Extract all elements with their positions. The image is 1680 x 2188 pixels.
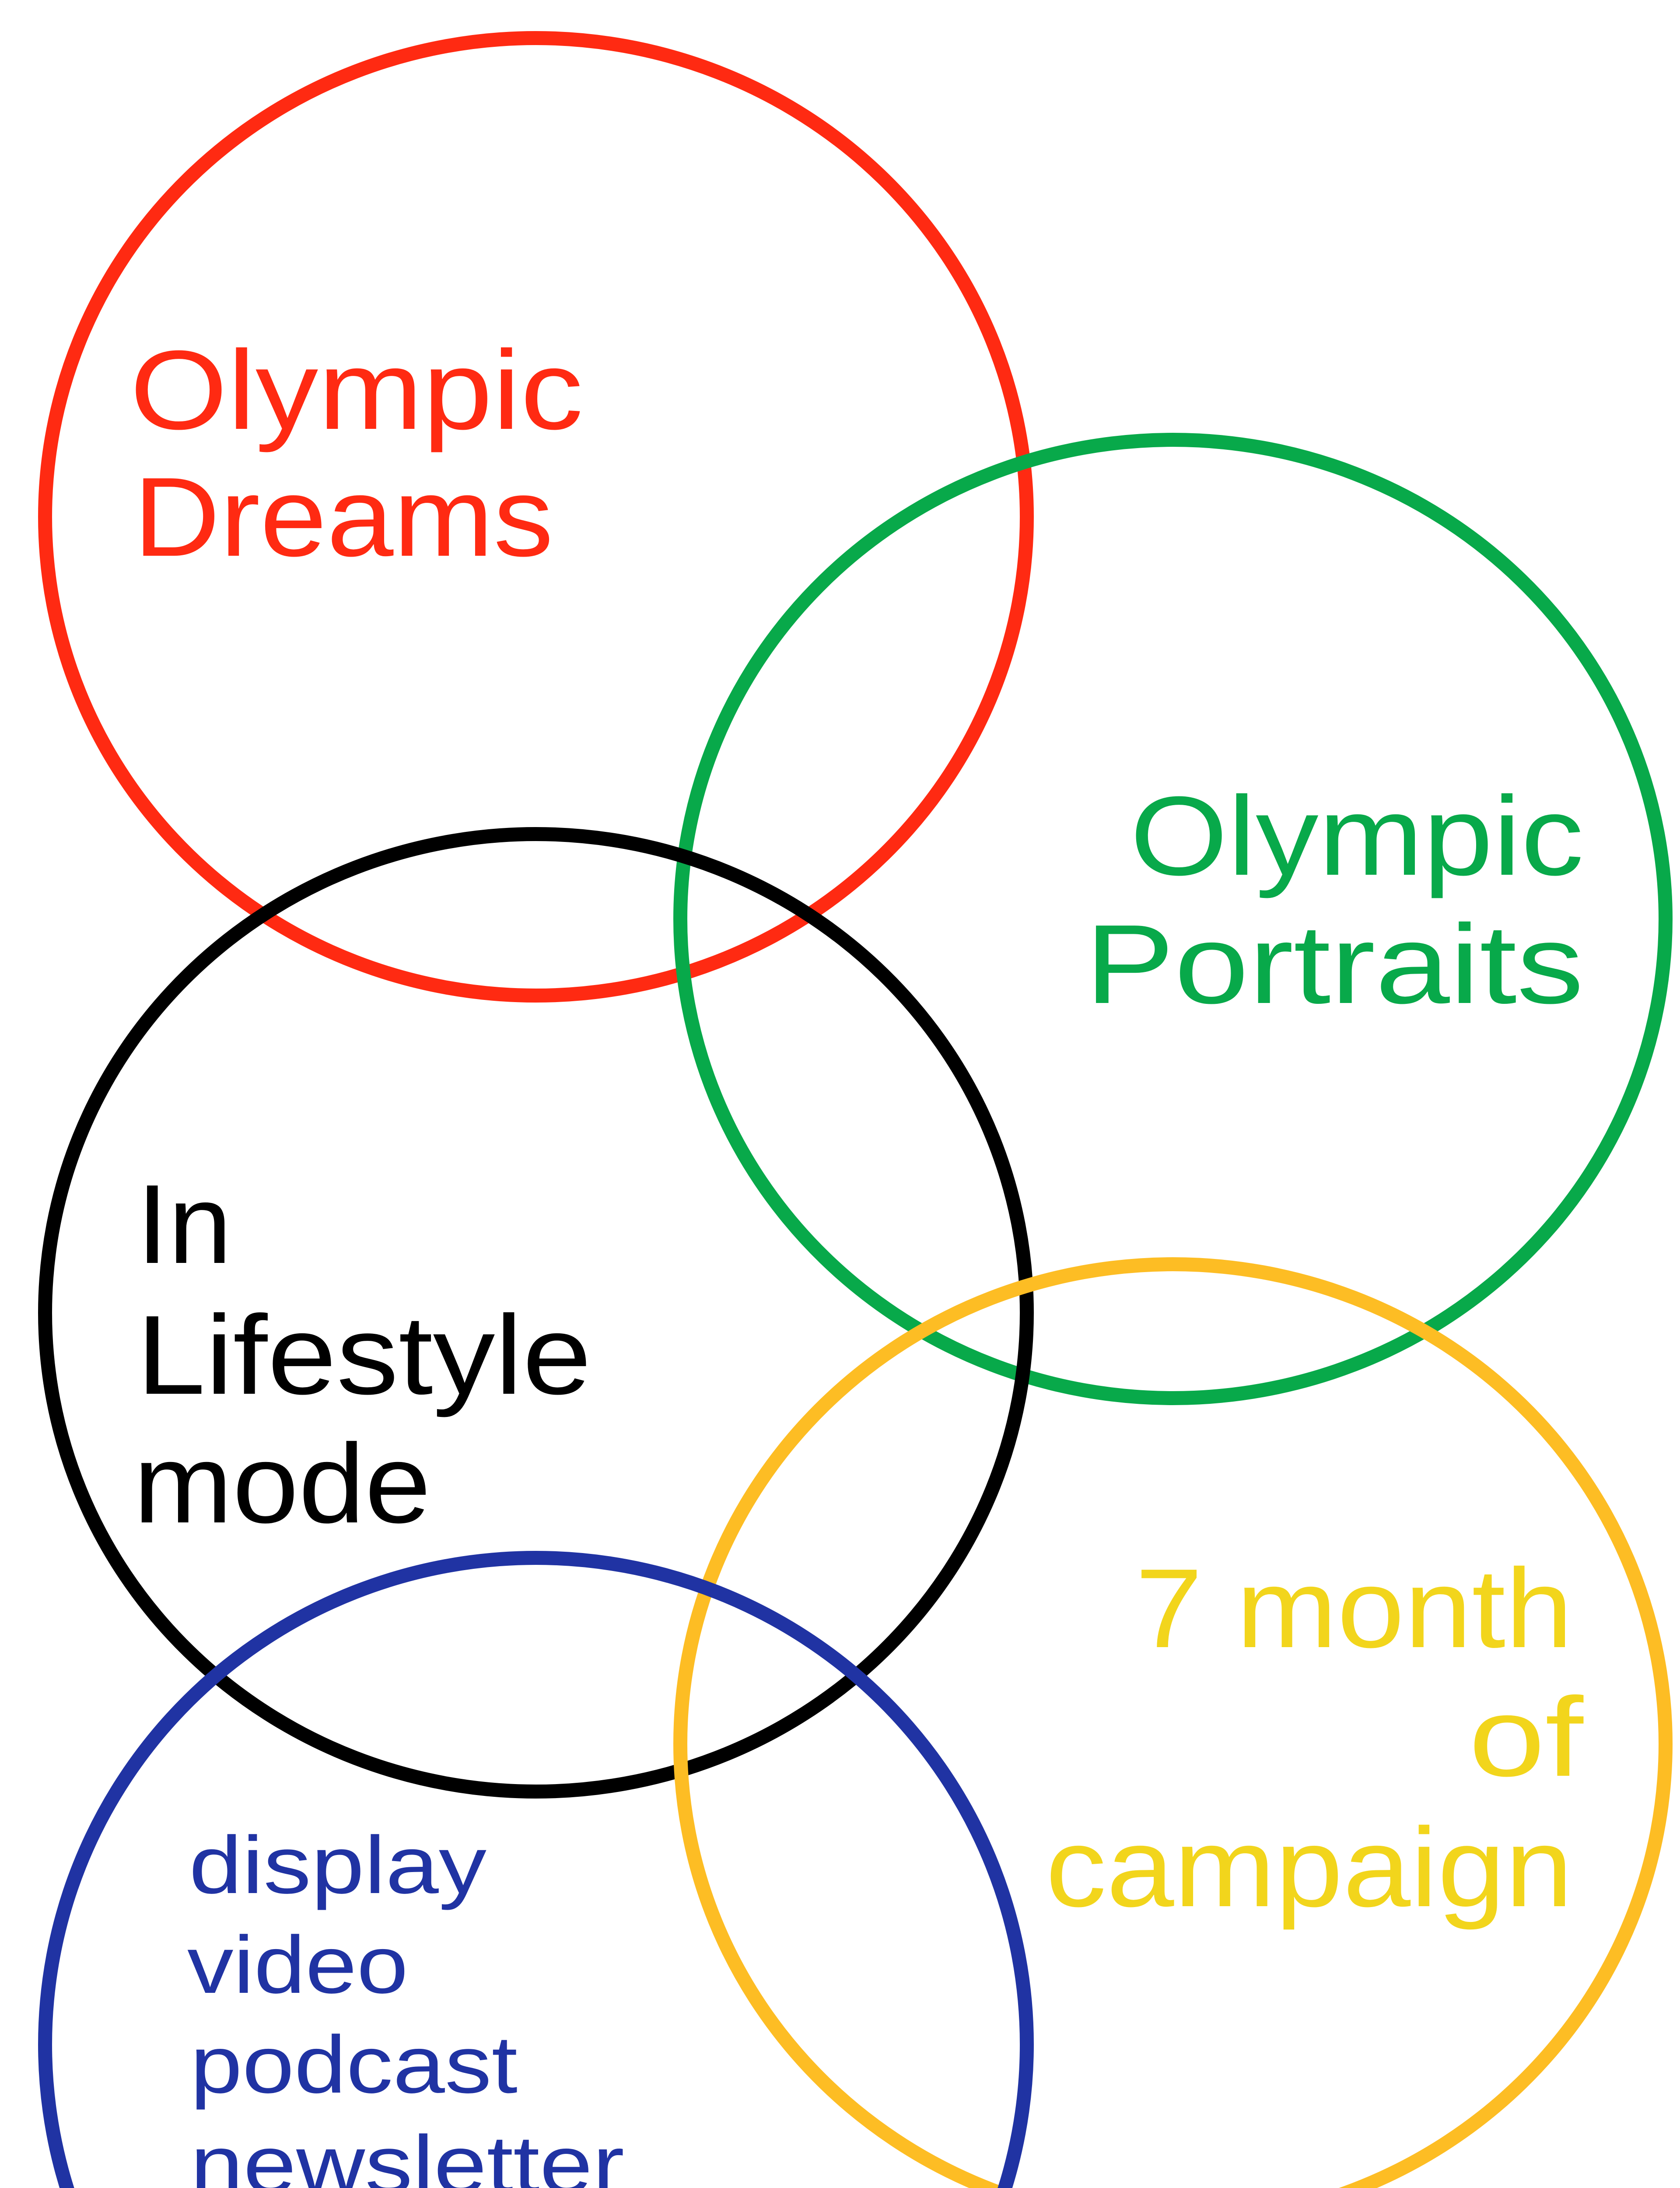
black-ring-label: In Lifestyle mode xyxy=(133,1161,592,1546)
blue-ring-label: display video podcast newsletter print /… xyxy=(187,1820,624,2188)
blue-ring xyxy=(38,1551,1034,2188)
yellow-label-line-1: 7 month xyxy=(1135,1546,1573,1671)
green-label-line-1: Olympic xyxy=(1130,773,1584,899)
channel-display: display xyxy=(189,1820,486,1911)
channel-video: video xyxy=(187,1920,408,2010)
black-label-line-1: In xyxy=(136,1161,232,1287)
black-label-line-3: mode xyxy=(133,1421,431,1546)
red-ring-label: Olympic Dreams xyxy=(130,327,583,580)
black-label-line-2: Lifestyle xyxy=(136,1292,592,1418)
red-label-line-1: Olympic xyxy=(130,327,583,453)
yellow-ring xyxy=(673,1257,1673,2188)
green-label-line-2: Portraits xyxy=(1085,901,1584,1027)
green-ring xyxy=(673,433,1673,1405)
yellow-label-line-2: of xyxy=(1469,1674,1584,1800)
yellow-label-line-3: campaign xyxy=(1046,1805,1573,1931)
channel-podcast: podcast xyxy=(190,2020,518,2110)
channel-newsletter: newsletter xyxy=(190,2119,624,2188)
red-ring xyxy=(38,31,1034,1003)
yellow-ring-label: 7 month of campaign xyxy=(1046,1546,1584,1931)
green-ring-label: Olympic Portraits xyxy=(1085,773,1584,1027)
red-label-line-2: Dreams xyxy=(133,454,553,580)
black-ring xyxy=(38,827,1034,1799)
